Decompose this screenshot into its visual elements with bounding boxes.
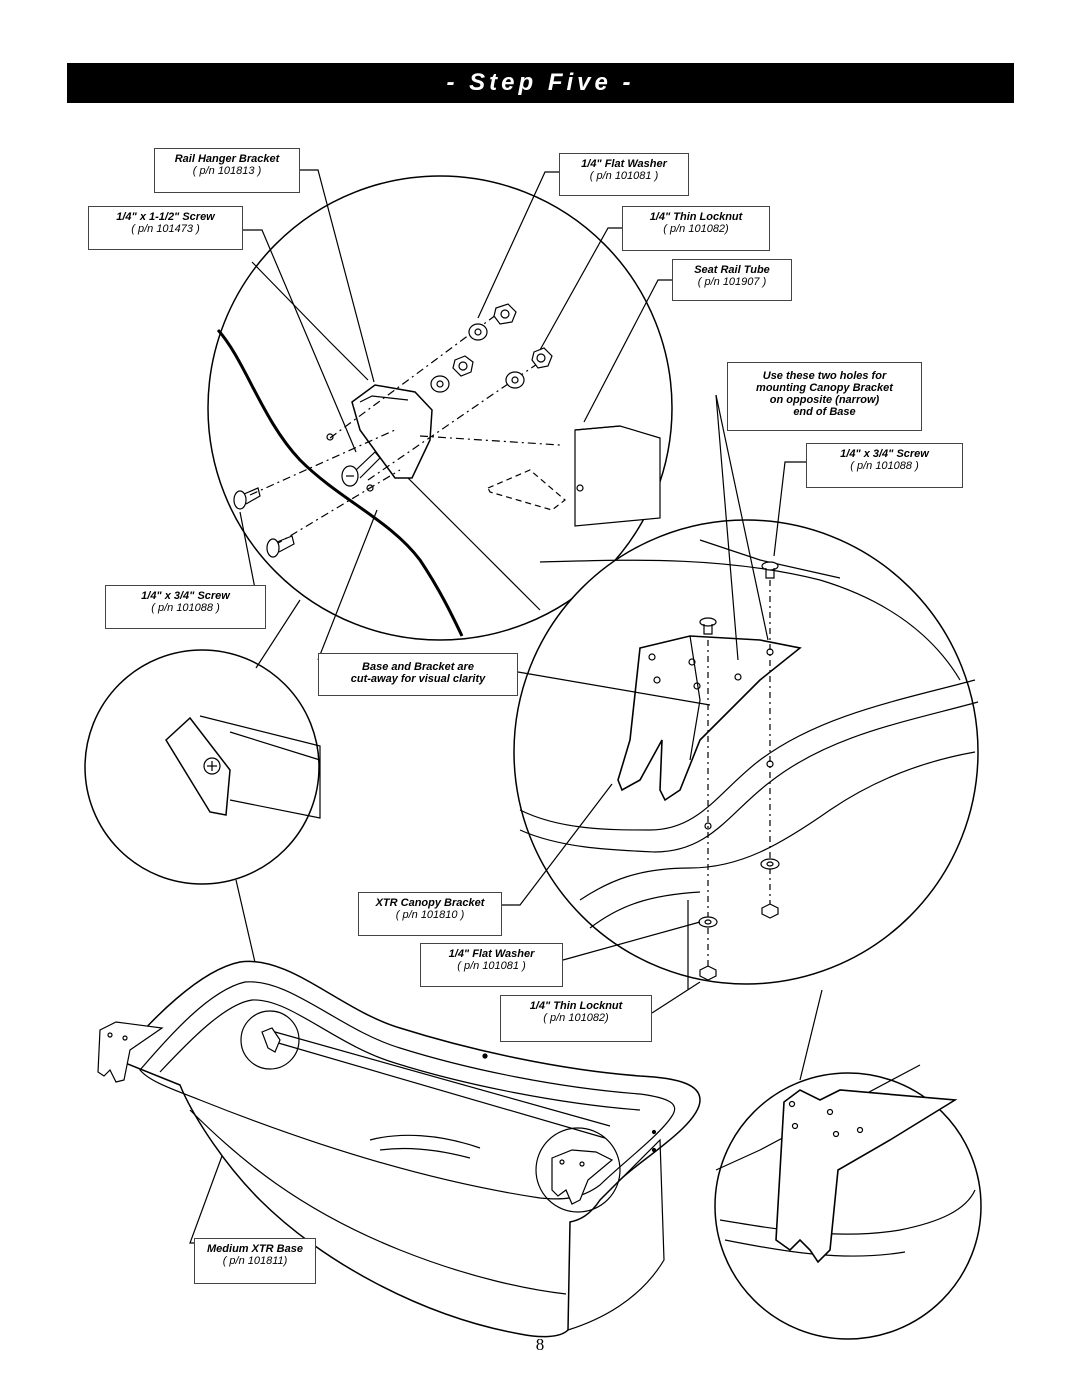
screw-short-2 [266,535,295,558]
detail-circle-right [513,519,979,985]
bottom-detail-bracket [775,1089,958,1264]
label-holes-note: Use these two holes for mounting Canopy … [727,362,922,431]
washer-top-3 [505,371,525,389]
screw-top-right [761,561,779,579]
seat-rail-tube [574,425,661,527]
nut-top-2 [452,355,474,377]
step-title: - Step Five - [446,69,635,96]
label-rail-hanger-bracket: Rail Hanger Bracket ( p/n 101813 ) [154,148,300,193]
label-cutaway-note: Base and Bracket are cut-away for visual… [318,653,518,696]
label-flat-washer-top: 1/4" Flat Washer ( p/n 101081 ) [559,153,689,196]
washer-right-2 [698,916,718,928]
page-number: 8 [535,1335,545,1354]
zoom-circle-right [535,1127,621,1213]
washer-right-1 [760,858,780,870]
canopy-bracket [617,635,802,802]
rail-hanger-bracket [351,384,433,479]
base-bracket-left [97,1021,164,1083]
label-seat-rail-tube: Seat Rail Tube ( p/n 101907 ) [672,259,792,301]
screw-long [341,451,381,487]
detail-bracket-small [165,716,231,816]
label-thin-locknut-top: 1/4" Thin Locknut ( p/n 101082) [622,206,770,251]
base-inner-wall [519,679,976,831]
rail-hanger-outline [487,469,566,511]
base-bracket-right [551,1149,614,1205]
label-screw-1-5: 1/4" x 1-1/2" Screw ( p/n 101473 ) [88,206,243,250]
label-flat-washer-bottom: 1/4" Flat Washer ( p/n 101081 ) [420,943,563,987]
washer-top-1 [468,323,488,341]
detail-circle-top [207,175,673,641]
label-thin-locknut-bottom: 1/4" Thin Locknut ( p/n 101082) [500,995,652,1042]
nut-top-3 [531,347,553,369]
base-wall-line [251,261,541,611]
label-screw-34-left: 1/4" x 3/4" Screw ( p/n 101088 ) [105,585,266,629]
label-canopy-bracket: XTR Canopy Bracket ( p/n 101810 ) [358,892,502,936]
nut-top-1 [493,303,517,325]
label-medium-xtr-base: Medium XTR Base ( p/n 101811) [194,1238,316,1284]
zoom-circle-left [240,1010,300,1070]
locknut-right-2 [699,965,717,981]
screw-mid-right [699,617,717,635]
washer-top-2 [430,375,450,393]
screw-short-1 [233,487,261,510]
label-screw-34-right: 1/4" x 3/4" Screw ( p/n 101088 ) [806,443,963,488]
locknut-right-1 [761,903,779,919]
base-cut-edge [216,328,464,637]
step-title-banner: - Step Five - [67,63,1014,103]
